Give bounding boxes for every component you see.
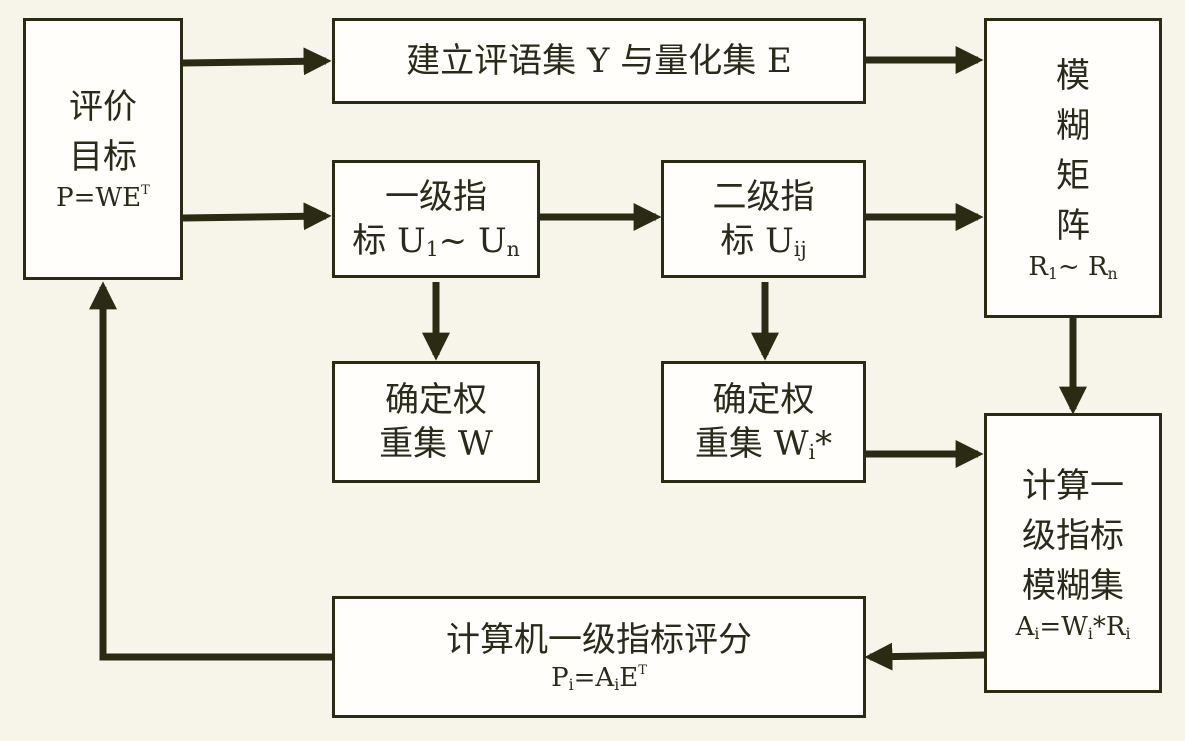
evaluation-goal-box: 评价 目标 P=WET [23,18,183,280]
weight-set-w-box: 确定权 重集 W [332,361,540,483]
compute-fuzzy-set-box: 计算一 级指标 模糊集 Ai=Wi*Ri [984,413,1162,693]
build-sets-label: 建立评语集 Y 与量化集 E [406,40,792,81]
weight-set-w-line1: 确定权 [385,379,487,420]
compute-fuzzy-set-line3: 模糊集 [1022,566,1124,607]
evaluation-goal-formula: P=WET [56,183,150,214]
level1-index-line2: 标 U1~ Un [352,221,520,261]
arrow-goal-to-level1 [182,202,332,231]
compute-score-formula: Pi=AiET [551,663,647,695]
arrow-score-to-goal [89,281,333,661]
level1-index-line1: 一级指 [385,176,487,217]
weight-set-w-line2: 重集 W [379,424,493,464]
compute-score-label: 计算机一级指标评分 [446,620,752,660]
fuzzy-matrix-char1: 模 [1056,56,1090,97]
weight-set-wi-box: 确定权 重集 Wi* [661,361,866,483]
arrow-compute-to-score [864,642,986,671]
weight-set-wi-line1: 确定权 [712,379,815,420]
fuzzy-matrix-formula: R1~ Rn [1028,252,1118,284]
arrow-goal-to-sets [182,47,332,76]
level2-index-box: 二级指 标 Uij [661,160,866,278]
compute-fuzzy-set-formula: Ai=Wi*Ri [1015,612,1131,644]
compute-fuzzy-set-line2: 级指标 [1022,516,1124,557]
fuzzy-matrix-box: 模 糊 矩 阵 R1~ Rn [984,18,1162,318]
fuzzy-matrix-char4: 阵 [1056,206,1090,247]
evaluation-goal-line2: 目标 [69,137,137,178]
build-sets-box: 建立评语集 Y 与量化集 E [332,18,866,104]
evaluation-goal-line1: 评价 [69,87,137,128]
weight-set-wi-line2: 重集 Wi* [694,424,833,464]
level2-index-line1: 二级指 [712,176,815,217]
fuzzy-matrix-char3: 矩 [1056,156,1090,197]
fuzzy-matrix-char2: 糊 [1056,106,1090,147]
compute-fuzzy-set-line1: 计算一 [1022,466,1124,507]
compute-score-box: 计算机一级指标评分 Pi=AiET [332,596,866,718]
level1-index-box: 一级指 标 U1~ Un [332,160,540,278]
level2-index-line2: 标 Uij [720,221,807,261]
